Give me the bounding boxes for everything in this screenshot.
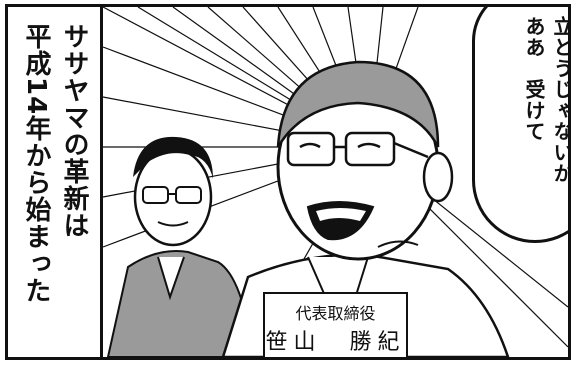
employee-figure bbox=[106, 136, 255, 357]
narration-line-2: 平成14年から始まった bbox=[21, 23, 51, 305]
caption-name: 笹山 勝紀 bbox=[265, 330, 406, 355]
narration-line-1: ササヤマの革新は bbox=[59, 23, 89, 239]
manga-panel: ササヤマの革新は 平成14年から始まった ああ 受けて 立とうじゃないか 代表取… bbox=[5, 4, 571, 360]
speech-line-1: ああ 受けて bbox=[522, 16, 546, 142]
narration-box: ササヤマの革新は 平成14年から始まった bbox=[8, 7, 103, 357]
speech-bubble: ああ 受けて 立とうじゃないか bbox=[472, 7, 571, 243]
speech-line-2: 立とうじゃないか bbox=[550, 16, 571, 184]
name-caption: 代表取締役 笹山 勝紀 bbox=[263, 292, 408, 357]
caption-title: 代表取締役 bbox=[295, 304, 376, 323]
